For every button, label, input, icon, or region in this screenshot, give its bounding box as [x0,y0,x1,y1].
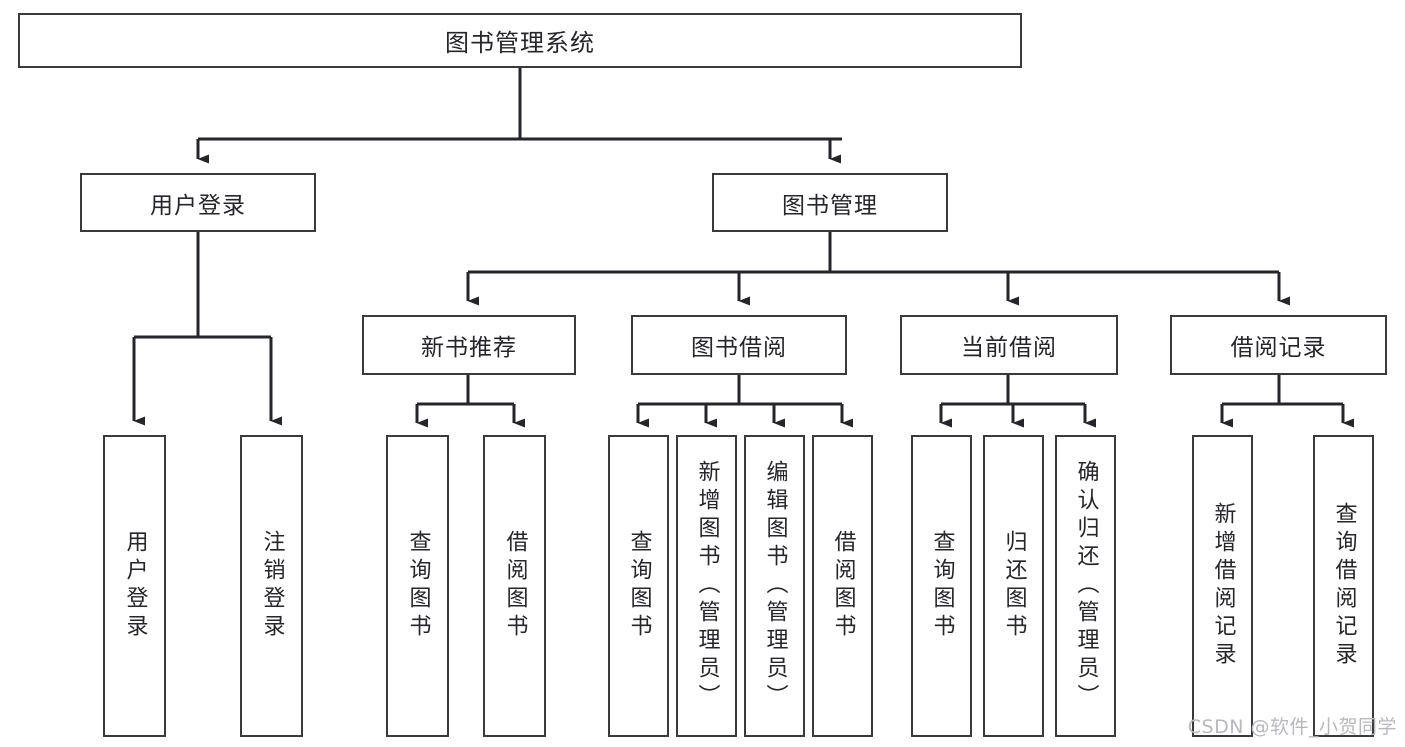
node-book-borrow-label: 图书借阅 [691,335,787,361]
node-leaf-query-record[interactable]: 查询借阅记录 [1313,435,1374,737]
node-user-login-label: 用户登录 [150,192,246,219]
node-new-book-rec[interactable]: 新书推荐 [362,315,576,375]
node-leaf-add-record[interactable]: 新增借阅记录 [1192,435,1253,737]
node-leaf-confirm-return[interactable]: 确认归还（管理员） [1055,435,1116,737]
node-new-book-rec-label: 新书推荐 [421,335,517,361]
watermark: CSDN @软件_小贺同学 [1187,716,1397,738]
node-leaf-add-record-label: 新增借阅记录 [1210,502,1236,670]
node-leaf-borrow-book-2[interactable]: 借阅图书 [812,435,873,737]
node-current-borrow-label: 当前借阅 [961,335,1057,361]
node-leaf-borrow-book-1-label: 借阅图书 [502,530,528,642]
node-borrow-record[interactable]: 借阅记录 [1170,315,1387,375]
node-borrow-record-label: 借阅记录 [1230,335,1327,361]
node-leaf-query-book-1[interactable]: 查询图书 [386,435,449,737]
node-leaf-logout-label: 注销登录 [259,530,285,642]
node-leaf-confirm-return-label: 确认归还（管理员） [1073,460,1099,712]
node-leaf-query-book-3[interactable]: 查询图书 [911,435,972,737]
node-leaf-return-book[interactable]: 归还图书 [983,435,1044,737]
node-root[interactable]: 图书管理系统 [18,13,1022,68]
node-leaf-add-book-label: 新增图书（管理员） [694,460,720,712]
node-leaf-query-record-label: 查询借阅记录 [1331,502,1357,670]
node-leaf-logout[interactable]: 注销登录 [240,435,303,737]
node-leaf-query-book-2-label: 查询图书 [626,530,652,642]
node-root-label: 图书管理系统 [445,29,595,57]
node-leaf-borrow-book-1[interactable]: 借阅图书 [483,435,546,737]
node-leaf-query-book-3-label: 查询图书 [929,530,955,642]
node-leaf-borrow-book-2-label: 借阅图书 [830,530,856,642]
node-leaf-user-login[interactable]: 用户登录 [103,435,166,737]
node-leaf-edit-book[interactable]: 编辑图书（管理员） [744,435,805,737]
node-user-login[interactable]: 用户登录 [80,173,316,232]
node-leaf-query-book-1-label: 查询图书 [405,530,431,642]
node-leaf-query-book-2[interactable]: 查询图书 [608,435,669,737]
node-book-borrow[interactable]: 图书借阅 [631,315,847,375]
node-book-manage-label: 图书管理 [782,192,878,219]
node-leaf-return-book-label: 归还图书 [1001,530,1027,642]
node-current-borrow[interactable]: 当前借阅 [900,315,1118,375]
node-leaf-user-login-label: 用户登录 [122,530,148,642]
node-leaf-edit-book-label: 编辑图书（管理员） [762,460,788,712]
node-leaf-add-book[interactable]: 新增图书（管理员） [676,435,737,737]
node-book-manage[interactable]: 图书管理 [712,173,948,232]
